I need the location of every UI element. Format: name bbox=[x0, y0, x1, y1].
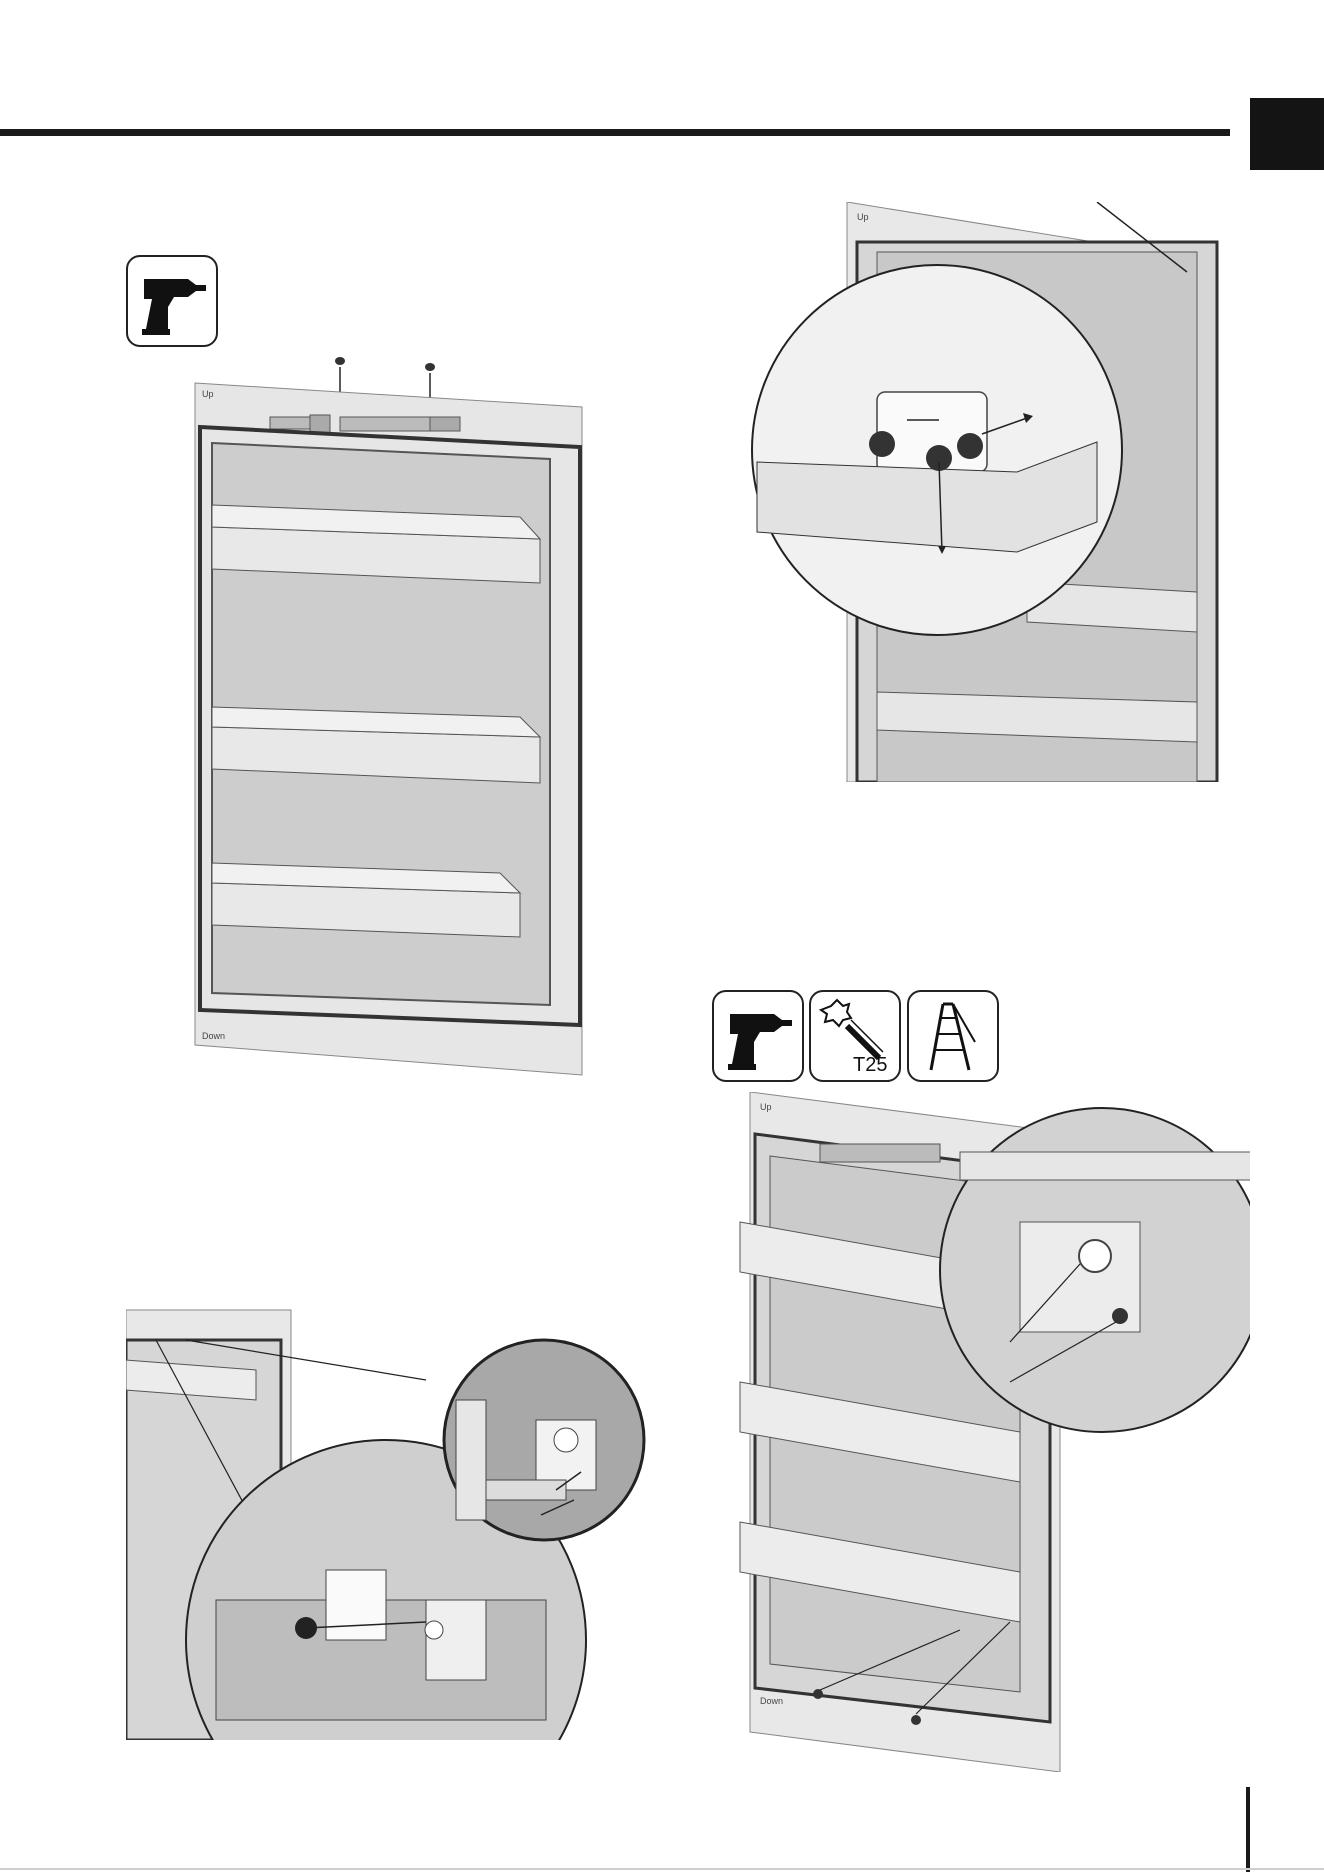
figure-bracket-detail bbox=[126, 1300, 656, 1740]
figure-door-front: Up Down bbox=[190, 355, 590, 1085]
figure-hinge-detail: Up bbox=[727, 202, 1247, 782]
chapter-tab bbox=[1250, 98, 1324, 170]
drill-icon bbox=[714, 992, 802, 1080]
label-up: Up bbox=[202, 389, 214, 399]
label-down: Down bbox=[760, 1696, 783, 1706]
label-up: Up bbox=[760, 1102, 772, 1112]
tool-box-torx: T25 bbox=[809, 990, 901, 1082]
ladder-icon bbox=[909, 992, 997, 1080]
figure-door-bottom: Up Down bbox=[720, 1092, 1250, 1772]
footer-divider bbox=[1246, 1787, 1250, 1872]
tool-box-drill-step1 bbox=[126, 255, 218, 347]
torx-size-label: T25 bbox=[853, 1054, 887, 1077]
drill-icon bbox=[128, 257, 216, 345]
header-rule bbox=[0, 129, 1230, 136]
tool-box-drill-step4 bbox=[712, 990, 804, 1082]
label-down: Down bbox=[202, 1031, 225, 1041]
label-up: Up bbox=[857, 212, 869, 222]
footer-rule bbox=[0, 1868, 1324, 1870]
tool-box-ladder bbox=[907, 990, 999, 1082]
